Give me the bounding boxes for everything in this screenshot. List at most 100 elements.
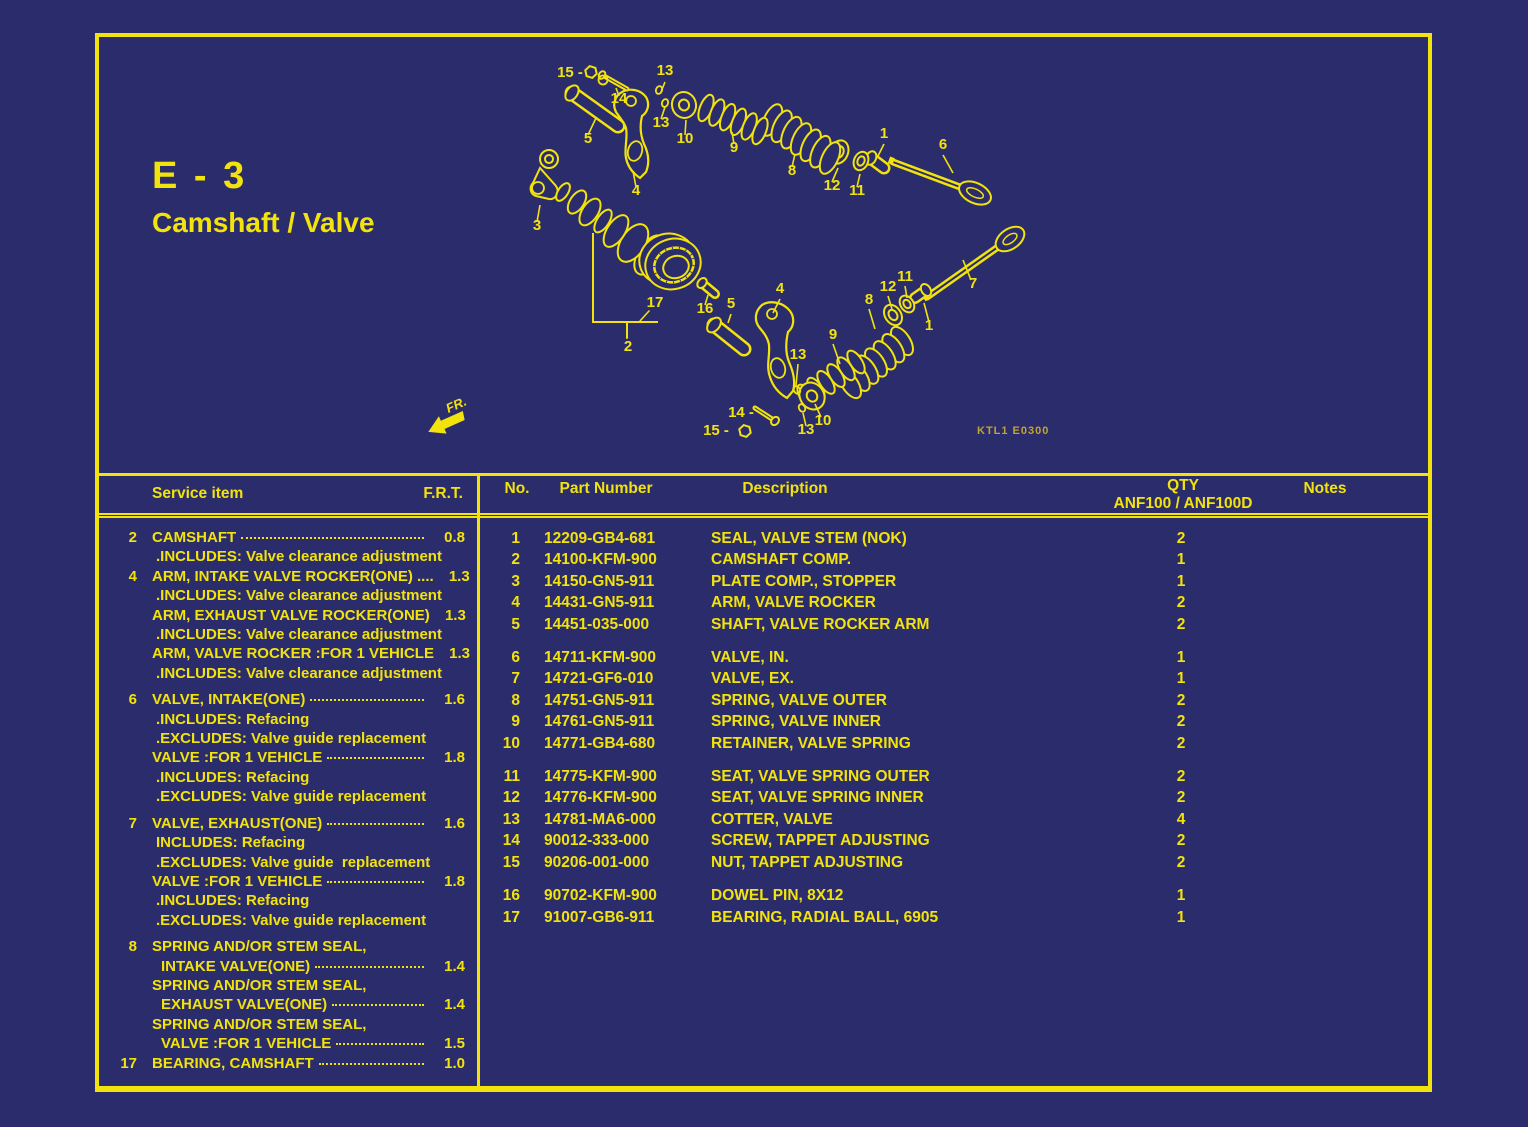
parts-row-desc: PLATE COMP., STOPPER [711, 572, 897, 590]
service-row-label: .INCLUDES: Refacing [156, 768, 310, 786]
service-row: 8 SPRING AND/OR STEM SEAL, [99, 937, 477, 956]
service-row-label: ARM, EXHAUST VALVE ROCKER(ONE) [152, 606, 430, 624]
service-row-label: .INCLUDES: Valve clearance adjustment [156, 664, 442, 682]
part-dowel-pin [696, 277, 720, 299]
service-row: .INCLUDES: Valve clearance adjustment [99, 547, 477, 566]
part-stopper-plate [529, 149, 559, 201]
parts-row-part: 14451-035-000 [544, 615, 650, 633]
frt-value: 0.8 [444, 529, 465, 546]
diagram-callout: 14 - [728, 404, 754, 421]
parts-row-notes [1251, 528, 1395, 549]
service-row-label: INTAKE VALVE(ONE) [161, 957, 311, 975]
service-row-label: CAMSHAFT [152, 529, 237, 546]
service-row: .EXCLUDES: Valve guide replacement [99, 853, 477, 872]
diagram-callout: 10 [677, 130, 694, 147]
part-tappet-screw-lower [752, 405, 780, 427]
service-row-label: EXHAUST VALVE(ONE) [161, 996, 328, 1014]
dotted-leader [315, 965, 424, 968]
parts-row-part: 90012-333-000 [544, 832, 650, 850]
parts-row-notes [1251, 614, 1395, 635]
parts-row-no: 16 [502, 887, 520, 905]
parts-row-desc: ARM, VALVE ROCKER [711, 594, 876, 612]
parts-row-qty: 2 [1176, 734, 1186, 752]
dotted-leader [318, 1062, 424, 1065]
part-spring-outer-upper [760, 103, 842, 175]
parts-row-no: 2 [511, 551, 520, 569]
service-row-number: 2 [128, 529, 137, 546]
service-row-label: .INCLUDES: Valve clearance adjustment [156, 548, 442, 566]
parts-row-desc: BEARING, RADIAL BALL, 6905 [711, 908, 939, 926]
parts-row-qty: 2 [1176, 832, 1186, 850]
part-retainer-lower [798, 381, 826, 411]
parts-row-notes [1251, 668, 1395, 689]
parts-row-desc: DOWEL PIN, 8X12 [711, 887, 844, 905]
diagram-callout: 9 [730, 139, 738, 156]
parts-row-notes [1251, 907, 1395, 928]
parts-row-qty: 2 [1176, 768, 1186, 786]
parts-row-notes [1251, 733, 1395, 754]
frt-value: 1.3 [449, 645, 470, 663]
part-number-header: Part Number [559, 480, 653, 497]
diagram-callout: 10 [815, 412, 832, 429]
dotted-leader [310, 699, 424, 702]
arrow-icon [428, 411, 465, 434]
service-row-label: SPRING AND/OR STEM SEAL, [152, 1015, 367, 1033]
diagram-callout: 13 [657, 62, 674, 79]
service-row-label: .EXCLUDES: Valve guide replacement [156, 730, 427, 748]
service-row-label: VALVE, INTAKE(ONE) [152, 691, 306, 709]
parts-row-no: 8 [511, 691, 520, 709]
part-bearing [638, 232, 702, 291]
parts-row-qty: 1 [1176, 551, 1186, 569]
dotted-leader [327, 822, 424, 825]
service-row: .INCLUDES: Valve clearance adjustment [99, 664, 477, 683]
parts-row-part: 14781-MA6-000 [544, 810, 657, 828]
parts-row-qty: 2 [1176, 853, 1186, 871]
parts-row-desc: SPRING, VALVE OUTER [711, 691, 887, 709]
parts-row-qty: 2 [1176, 615, 1186, 633]
diagram-callout: 3 [533, 217, 541, 234]
part-seat-outer-lower [898, 294, 916, 314]
frt-value: 1.0 [444, 1054, 465, 1072]
parts-row-desc: SEAL, VALVE STEM (NOK) [711, 530, 907, 547]
part-rocker-arm-upper [613, 88, 650, 180]
service-row: 2 CAMSHAFT 0.8 [99, 528, 477, 547]
front-direction-arrow: FR. [428, 394, 469, 434]
service-row-label: VALVE :FOR 1 VEHICLE [161, 1035, 332, 1053]
parts-row-notes [1251, 592, 1395, 613]
service-row: INCLUDES: Refacing [99, 833, 477, 852]
parts-row-desc: VALVE, IN. [711, 649, 789, 667]
parts-row-desc: VALVE, EX. [711, 670, 794, 688]
service-row-label: SPRING AND/OR STEM SEAL, [152, 976, 367, 994]
row-gap [480, 873, 1428, 885]
diagram-callout: 16 [697, 300, 714, 317]
parts-row-notes [1251, 885, 1395, 906]
service-row: EXHAUST VALVE(ONE)1.4 [99, 995, 477, 1014]
service-row-label: SPRING AND/OR STEM SEAL, [152, 938, 367, 956]
parts-row-part: 90206-001-000 [544, 853, 650, 871]
parts-row-part: 14775-KFM-900 [544, 768, 657, 786]
service-row-number: 8 [128, 938, 137, 956]
service-row: ARM, EXHAUST VALVE ROCKER(ONE)1.3 [99, 606, 477, 625]
diagram-callout: 9 [829, 326, 837, 343]
parts-row-notes [1251, 711, 1395, 732]
service-row-label: .EXCLUDES: Valve guide replacement [156, 911, 427, 929]
diagram-callout: 11 [897, 268, 913, 285]
parts-row-no: 7 [511, 670, 520, 688]
service-row: .INCLUDES: Refacing [99, 710, 477, 729]
parts-row-part: 14100-KFM-900 [544, 551, 657, 569]
service-table-header: Service item F.R.T. [99, 476, 477, 518]
dotted-leader [241, 537, 424, 539]
